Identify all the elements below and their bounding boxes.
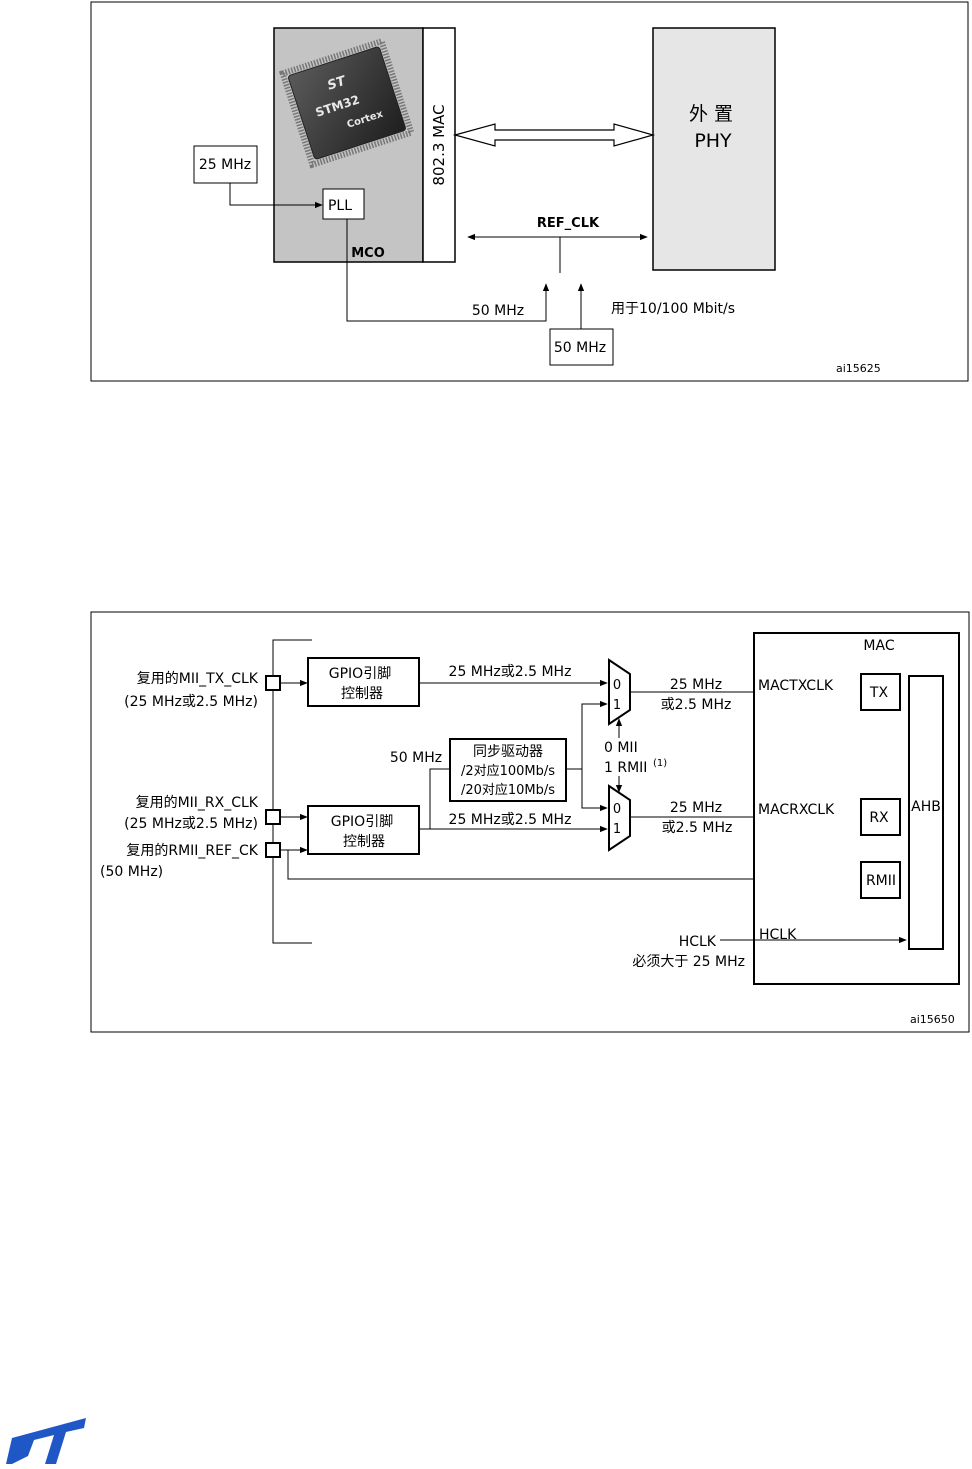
freq-top-label: 25 MHz或2.5 MHz	[449, 664, 572, 680]
ref-to-sync-line	[419, 769, 450, 829]
sync-line3: /20对应10Mb/s	[461, 782, 555, 798]
ref-pin-freq: (50 MHz)	[100, 864, 163, 880]
st-logo-text: ST	[0, 0, 2, 1]
sync-line2: /2对应100Mb/s	[461, 763, 555, 779]
st-logo: ST	[0, 0, 86, 1464]
out-tx-l2: 或2.5 MHz	[661, 697, 732, 713]
tx-pin-freq: (25 MHz或2.5 MHz)	[124, 694, 258, 710]
sync-to-mux1	[566, 704, 607, 769]
ref-pin-name: 复用的RMII_REF_CK	[126, 842, 258, 859]
rx-label: RX	[869, 810, 889, 826]
gpio1-line1: GPIO引脚	[329, 666, 391, 682]
ref-clk-label: REF_CLK	[537, 216, 600, 231]
mux-rx	[609, 786, 630, 850]
figure-1-diagram: 802.3 MAC STM32 Cortex ST 25 MHz PLL MCO…	[91, 2, 968, 381]
pll-label: PLL	[328, 198, 352, 214]
mac-phy-bus-arrow	[455, 124, 653, 146]
rx-pin-name: 复用的MII_RX_CLK	[136, 794, 259, 811]
select-mii-label: 0 MII	[604, 740, 638, 756]
mux-tx-in1: 1	[613, 698, 621, 713]
select-footnote: (1)	[653, 758, 667, 769]
out-tx-l1: 25 MHz	[670, 677, 722, 693]
hclk-note: 必须大于 25 MHz	[632, 954, 745, 970]
mux-tx-in0: 0	[613, 678, 621, 693]
speed-note: 用于10/100 Mbit/s	[611, 301, 735, 317]
mac-title: MAC	[863, 638, 894, 654]
tx-label: TX	[869, 685, 889, 701]
sync-50mhz-label: 50 MHz	[390, 750, 442, 766]
sync-line1: 同步驱动器	[473, 744, 543, 760]
mux-rx-in1: 1	[613, 822, 621, 837]
select-rmii-label: 1 RMII	[604, 760, 647, 776]
mac-label: 802.3 MAC	[430, 104, 448, 185]
out-rx-l1: 25 MHz	[670, 800, 722, 816]
figure-1-id: ai15625	[836, 362, 881, 375]
gpio2-line1: GPIO引脚	[331, 814, 393, 830]
rx-pin-pad	[266, 810, 280, 824]
phy-label-line2: PHY	[694, 130, 732, 152]
hclk-mac-label: HCLK	[759, 927, 797, 943]
gpio2-line2: 控制器	[343, 834, 385, 850]
figure-2-id: ai15650	[910, 1013, 955, 1026]
ref-pin-pad	[266, 843, 280, 857]
figure-1-frame	[91, 2, 968, 381]
out-rx-l2: 或2.5 MHz	[662, 820, 733, 836]
osc-25mhz-label: 25 MHz	[199, 157, 251, 173]
rx-pin-freq: (25 MHz或2.5 MHz)	[124, 816, 258, 832]
freq-mid-label: 25 MHz或2.5 MHz	[449, 812, 572, 828]
figure-2-diagram: 复用的MII_TX_CLK (25 MHz或2.5 MHz) 复用的MII_RX…	[91, 612, 969, 1032]
phy-label-line1: 外 置	[689, 103, 733, 125]
tx-pin-pad	[266, 676, 280, 690]
macrxclk-label: MACRXCLK	[758, 802, 835, 818]
mco-50mhz-label: 50 MHz	[472, 303, 524, 319]
hclk-input-label: HCLK	[679, 934, 717, 950]
mactxclk-label: MACTXCLK	[758, 678, 834, 694]
mux-rx-in0: 0	[613, 802, 621, 817]
tx-pin-name: 复用的MII_TX_CLK	[137, 670, 259, 687]
rmii-label: RMII	[866, 873, 896, 889]
osc-50mhz-label: 50 MHz	[554, 340, 606, 356]
mco-label: MCO	[351, 246, 385, 261]
ahb-label: AHB	[911, 799, 941, 815]
gpio1-line2: 控制器	[341, 686, 383, 702]
